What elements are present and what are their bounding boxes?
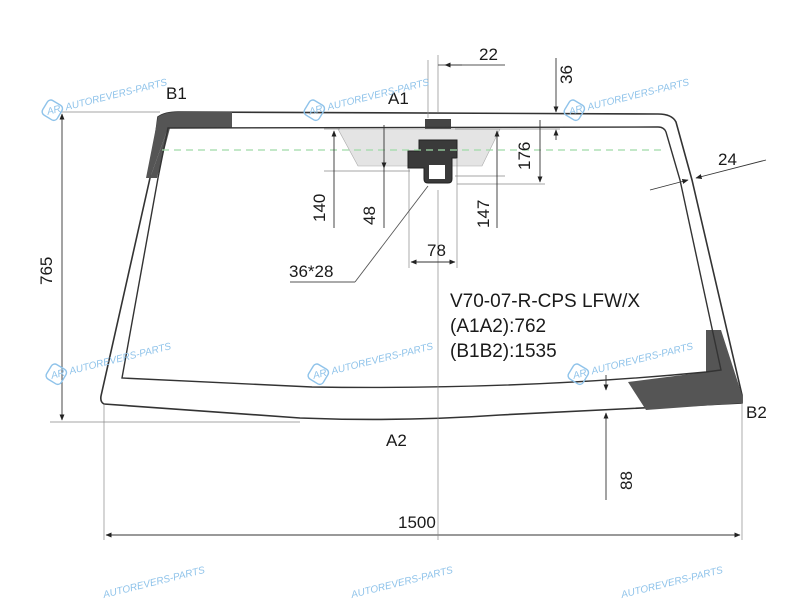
dim-78-label: 78 [427, 241, 446, 260]
watermark-logo: AR [49, 368, 66, 382]
watermark-logo-icon [303, 99, 326, 122]
watermark-text: AUTOREVERS-PARTS [585, 77, 690, 113]
watermark-9: AUTOREVERS-PARTS [619, 565, 724, 600]
inner-outline [121, 126, 722, 389]
watermark-logo: AR [567, 104, 584, 118]
dim-36x28-label: 36*28 [289, 262, 333, 281]
frit-bottom-right [628, 330, 742, 410]
watermark-logo: AR [307, 104, 324, 118]
height-label: 765 [37, 257, 56, 285]
a1a2-value: (A1A2):762 [450, 316, 546, 337]
watermark-text: AUTOREVERS-PARTS [63, 77, 168, 113]
dim-147-label: 147 [474, 200, 493, 228]
watermark-1: AR AUTOREVERS-PARTS [41, 77, 169, 122]
point-a2: A2 [386, 431, 407, 450]
point-b1: B1 [166, 84, 187, 103]
watermark-text: AUTOREVERS-PARTS [101, 565, 206, 600]
dim-36-label: 36 [557, 65, 576, 84]
watermark-7: AUTOREVERS-PARTS [101, 565, 206, 600]
watermark-logo: AR [311, 368, 328, 382]
watermark-logo-icon [41, 99, 64, 122]
watermark-logo-icon [307, 363, 330, 386]
watermark-logo-icon [567, 363, 590, 386]
point-b2: B2 [746, 403, 767, 422]
dim-24-arrow-in [649, 179, 689, 191]
watermark-logo-icon [563, 99, 586, 122]
watermark-logo-icon [45, 363, 68, 386]
dim-24-arrow-out [695, 159, 767, 180]
watermark-text: AUTOREVERS-PARTS [325, 77, 430, 113]
dim-88-label: 88 [617, 471, 636, 490]
point-a1: A1 [388, 89, 409, 108]
part-code: V70-07-R-CPS LFW/X [450, 291, 640, 312]
watermark-8: AUTOREVERS-PARTS [349, 565, 454, 600]
dim-48-label: 48 [360, 206, 379, 225]
watermark-text: AUTOREVERS-PARTS [619, 565, 724, 600]
b1b2-value: (B1B2):1535 [450, 341, 557, 362]
dim-24-label: 24 [718, 150, 737, 169]
width-label: 1500 [398, 513, 436, 532]
dim-176-label: 176 [515, 142, 534, 170]
watermark-logo: AR [571, 368, 588, 382]
dim-36x28-leader [354, 185, 429, 283]
watermark-logo: AR [45, 104, 62, 118]
watermark-text: AUTOREVERS-PARTS [349, 565, 454, 600]
dim-22-label: 22 [479, 45, 498, 64]
mirror-mount-window [429, 165, 445, 179]
dim-140-label: 140 [310, 194, 329, 222]
